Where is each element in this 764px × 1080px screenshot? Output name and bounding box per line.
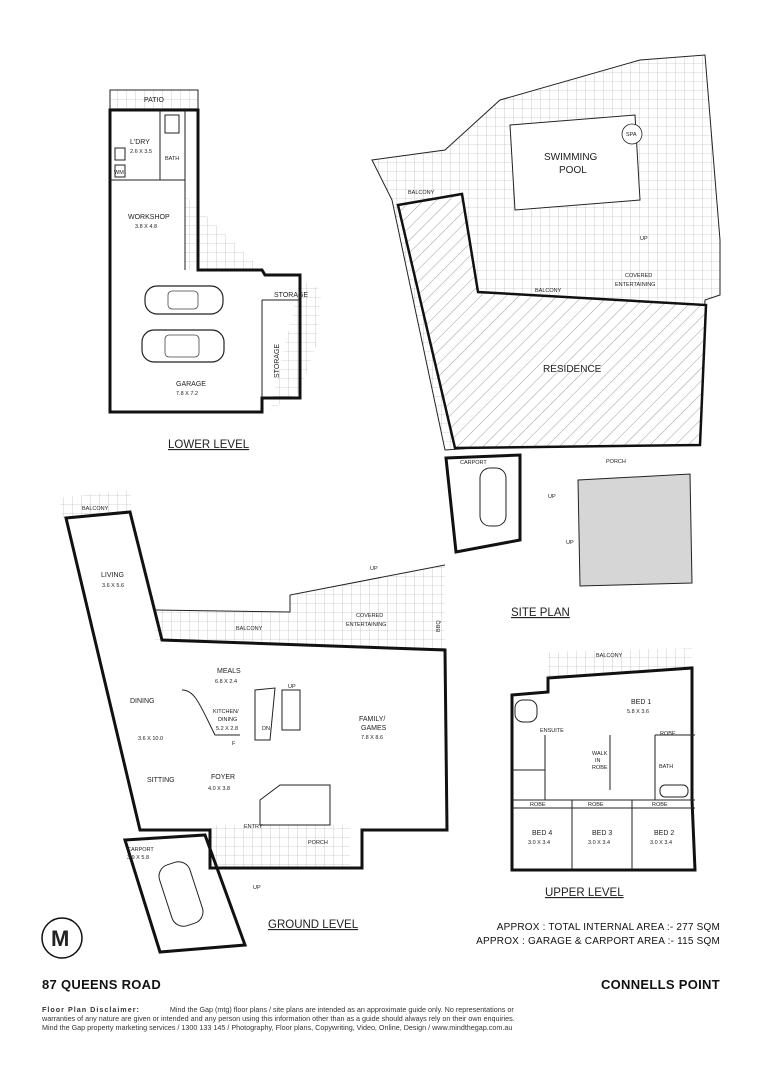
disclaimer-title: Floor Plan Disclaimer: <box>42 1005 140 1014</box>
upper-robe-1-label: ROBE <box>660 731 676 737</box>
site-up-label-1: UP <box>640 236 648 242</box>
site-plan-title: SITE PLAN <box>511 607 570 619</box>
garage-car-icon <box>141 329 225 363</box>
laundry-size: 2.6 X 3.5 <box>130 149 152 155</box>
ground-up-stair-label: UP <box>288 684 296 690</box>
bed3-size: 3.0 X 3.4 <box>588 840 610 846</box>
site-balcony-label: BALCONY <box>408 190 435 196</box>
residence-label: RESIDENCE <box>543 364 602 375</box>
lower-level-plan: PATIO L'DRY 2.6 X 3.5 BATH WM WORKSHOP 3… <box>108 89 322 451</box>
ground-porch-label: PORCH <box>308 840 328 846</box>
bed1-label: BED 1 <box>631 699 651 706</box>
upper-robe-2-label: ROBE <box>530 802 546 808</box>
site-covered-line1: COVERED <box>625 273 652 279</box>
wm-label: WM <box>114 170 124 176</box>
upper-level-title: UPPER LEVEL <box>545 887 624 899</box>
upper-robe-4-label: ROBE <box>652 802 668 808</box>
suburb-text: CONNELLS POINT <box>600 977 720 992</box>
patio-label: PATIO <box>144 97 165 104</box>
dining-label: DINING <box>130 698 155 705</box>
upper-balcony-label: BALCONY <box>596 653 623 659</box>
lower-level-title: LOWER LEVEL <box>168 439 250 451</box>
meals-size: 6.8 X 2.4 <box>215 679 237 685</box>
bbq-label: BBQ <box>436 620 442 632</box>
ground-up-top-label: UP <box>370 566 378 572</box>
disclaimer-line-3: Mind the Gap property marketing services… <box>42 1023 513 1032</box>
ground-level-title: GROUND LEVEL <box>268 919 359 931</box>
workshop-label: WORKSHOP <box>128 214 170 221</box>
walk-in-label-line2: IN <box>595 758 601 764</box>
upper-robe-3-label: ROBE <box>588 802 604 808</box>
kitchen-label-line1: KITCHEN/ <box>213 709 239 715</box>
garage-size: 7.8 X 7.2 <box>176 391 198 397</box>
disclaimer-line-2: warranties of any nature are given or in… <box>42 1014 515 1023</box>
living-label: LIVING <box>101 572 124 579</box>
laundry-label: L'DRY <box>130 139 150 146</box>
disclaimer-line-1: Floor Plan Disclaimer: Mind the Gap (mtg… <box>42 1005 722 1014</box>
bed2-label: BED 2 <box>654 830 674 837</box>
meals-label: MEALS <box>217 668 241 675</box>
entry-label: ENTRY <box>244 824 263 830</box>
ground-carport-label: CARPORT <box>127 847 154 853</box>
bed4-label: BED 4 <box>532 830 552 837</box>
site-balcony-2-label: BALCONY <box>535 288 562 294</box>
disclaimer: Floor Plan Disclaimer: Mind the Gap (mtg… <box>42 1005 722 1032</box>
bed3-label: BED 3 <box>592 830 612 837</box>
ground-covered-line2: ENTERTAINING <box>346 622 386 628</box>
pool-label-line1: SWIMMING <box>544 152 598 163</box>
foyer-size: 4.0 X 3.8 <box>208 786 230 792</box>
family-label-line2: GAMES <box>361 725 387 732</box>
walk-in-label-line3: ROBE <box>592 765 608 771</box>
bed1-size: 5.8 X 3.6 <box>627 709 649 715</box>
ground-covered-line1: COVERED <box>356 613 383 619</box>
family-size: 7.8 X 8.6 <box>361 735 383 741</box>
compass-logo-letter: M <box>51 926 69 951</box>
foyer-label: FOYER <box>211 774 235 781</box>
internal-area-text: APPROX : TOTAL INTERNAL AREA :- 277 SQM <box>496 922 720 933</box>
pool-label-line2: POOL <box>559 165 587 176</box>
spa-label: SPA <box>626 132 637 138</box>
lower-bath-label: BATH <box>165 156 179 162</box>
dining-size: 3.6 X 10.0 <box>138 736 163 742</box>
compass-logo-icon: M <box>41 917 83 959</box>
walk-in-label-line1: WALK <box>592 751 608 757</box>
upper-level-plan: BALCONY BED 1 5.8 X 3.6 ENSUITE ROBE WAL… <box>510 648 697 899</box>
kitchen-size: 5.2 X 2.8 <box>216 726 238 732</box>
carport-car-icon <box>479 467 507 527</box>
site-plan: SPA SWIMMING POOL BALCONY BALCONY COVERE… <box>371 54 721 619</box>
site-up-label-2: UP <box>548 494 556 500</box>
garage-car-icon <box>144 285 224 315</box>
storage-label: STORAGE <box>274 292 308 299</box>
family-label-line1: FAMILY/ <box>359 716 385 723</box>
ground-balcony-label: BALCONY <box>236 626 263 632</box>
living-size: 3.6 X 5.6 <box>102 583 124 589</box>
site-up-label-3: UP <box>566 540 574 546</box>
site-covered-line2: ENTERTAINING <box>615 282 655 288</box>
garage-label: GARAGE <box>176 381 206 388</box>
workshop-size: 3.8 X 4.8 <box>135 224 157 230</box>
bed2-size: 3.0 X 3.4 <box>650 840 672 846</box>
fridge-label: F <box>232 741 236 747</box>
ensuite-label: ENSUITE <box>540 728 564 734</box>
ground-up-bottom-label: UP <box>253 885 261 891</box>
address-text: 87 QUEENS ROAD <box>42 977 162 992</box>
bed4-size: 3.0 X 3.4 <box>528 840 550 846</box>
site-porch-label: PORCH <box>606 459 626 465</box>
ground-balcony-top-label: BALCONY <box>82 506 109 512</box>
ground-carport-size: 3.9 X 5.8 <box>127 855 149 861</box>
storage-vertical-label: STORAGE <box>274 344 281 378</box>
site-carport-label: CARPORT <box>460 460 487 466</box>
ground-level-plan: BALCONY LIVING 3.6 X 5.6 BALCONY COVERED… <box>58 490 449 954</box>
disclaimer-text: Mind the Gap (mtg) floor plans / site pl… <box>169 1005 514 1014</box>
dn-label: DN <box>262 726 270 732</box>
sitting-label: SITTING <box>147 777 175 784</box>
ground-carport-car-icon <box>158 861 204 927</box>
garage-carport-area-text: APPROX : GARAGE & CARPORT AREA :- 115 SQ… <box>476 936 720 947</box>
upper-bath-label: BATH <box>659 764 673 770</box>
kitchen-label-line2: DINING <box>218 717 237 723</box>
